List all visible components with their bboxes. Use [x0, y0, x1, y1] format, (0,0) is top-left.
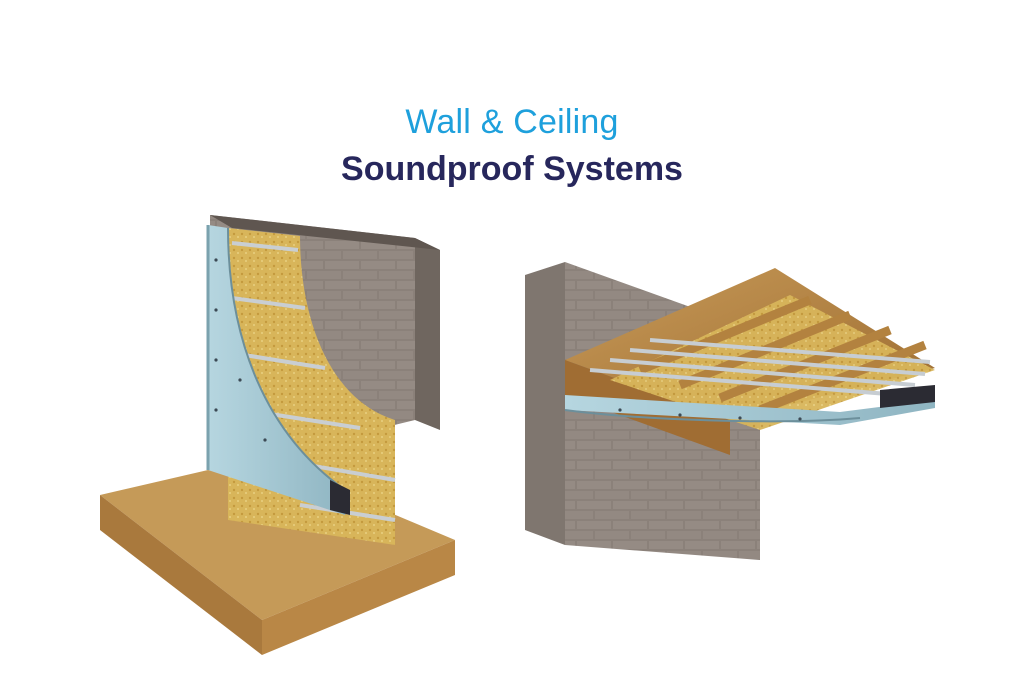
ceiling-cutaway-illustration — [525, 262, 935, 560]
heading-line1: Wall & Ceiling — [405, 103, 619, 141]
page-heading: Wall & Ceiling Soundproof Systems — [0, 100, 1024, 194]
heading-line2: Soundproof Systems — [341, 150, 683, 188]
wall-cutaway-illustration — [100, 215, 455, 655]
